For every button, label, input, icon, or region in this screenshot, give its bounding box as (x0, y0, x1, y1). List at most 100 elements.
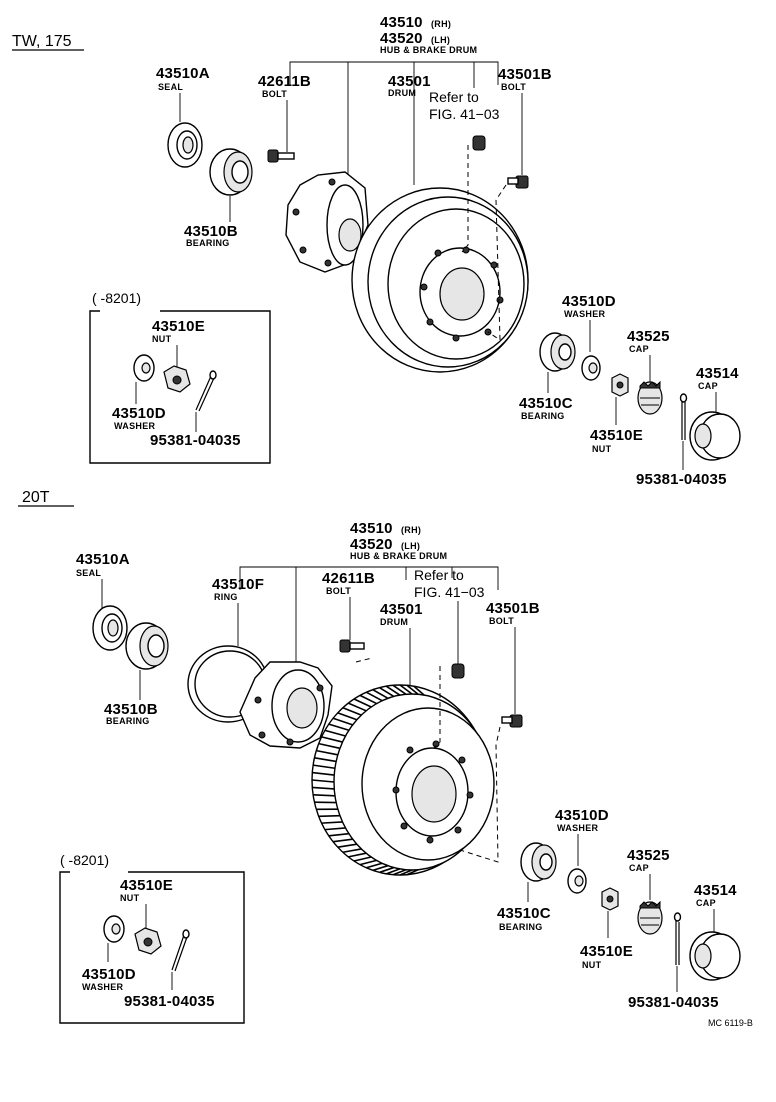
top-washer-name: WASHER (564, 309, 606, 319)
bottom-ring-name: RING (214, 592, 238, 602)
drum-fin (321, 736, 343, 743)
drum-fin (311, 779, 335, 783)
drum-fin (313, 794, 335, 797)
drum-fin (385, 685, 401, 696)
bottom-inset-pin-number: 95381-04035 (124, 993, 215, 1010)
top-inset-nut-part (163, 365, 191, 393)
top-bearing-part (209, 148, 253, 196)
bottom-bolt2-part (501, 714, 523, 728)
top-inset-pin-number: 95381-04035 (150, 432, 241, 449)
bottom-bolt2-name: BOLT (489, 616, 514, 626)
drum-fin (318, 814, 340, 818)
bottom-drum-name: DRUM (380, 617, 408, 627)
bottom-bolt1-number: 42611B (322, 570, 375, 587)
bottom-drum-number: 43501 (380, 601, 423, 618)
top-cap2-part (689, 411, 741, 461)
drum-fin (328, 723, 350, 732)
top-inset-pin-part (195, 370, 217, 412)
bottom-cap1-name: CAP (629, 863, 649, 873)
drum-fin (406, 684, 419, 695)
drum-fin (372, 864, 389, 872)
top-hub-rh-number: 43510 (380, 14, 423, 31)
bottom-hub-lh-number: 43520 (350, 536, 393, 553)
top-inset-washer-part (133, 354, 155, 382)
top-drum-number: 43501 (388, 73, 431, 90)
bottom-inset-washer-part (103, 915, 125, 943)
drum-fin (324, 729, 346, 737)
top-hub-name: HUB & BRAKE DRUM (380, 45, 477, 55)
bottom-washer-part (567, 868, 587, 894)
bottom-cap2-name: CAP (696, 898, 716, 908)
bottom-cap1-part (637, 900, 663, 935)
drum-fin (392, 684, 407, 695)
bottom-bolt1-name: BOLT (326, 586, 351, 596)
top-bolt2-name: BOLT (501, 82, 526, 92)
top-bolt2-part (507, 175, 529, 189)
drum-fin (314, 757, 337, 763)
drum-fin (337, 843, 357, 848)
bottom-seal-number: 43510A (76, 551, 130, 568)
top-hub-lh-suffix: (LH) (431, 35, 450, 45)
drum-fin (413, 685, 425, 696)
top-seal-part (167, 122, 203, 168)
bottom-refer-text: Refer to (414, 567, 464, 583)
drum-fin (328, 832, 349, 837)
top-inset-washer-number: 43510D (112, 405, 166, 422)
top-seal-number: 43510A (156, 65, 210, 82)
top-bearing2-part (539, 332, 576, 372)
top-cap2-name: CAP (698, 381, 718, 391)
top-nut-number: 43510E (590, 427, 643, 444)
bottom-pin-number: 95381-04035 (628, 994, 719, 1011)
top-drum-name: DRUM (388, 88, 416, 98)
bottom-nut-name: NUT (582, 960, 602, 970)
drum-fin (332, 717, 353, 726)
top-bolt1-name: BOLT (262, 89, 287, 99)
drum-fin (372, 688, 389, 700)
top-bolt1-part (267, 149, 295, 163)
bottom-bearing2-name: BEARING (499, 922, 543, 932)
bottom-inset-nut-name: NUT (120, 893, 140, 903)
drum-fin (324, 827, 346, 831)
drum-fin (321, 821, 343, 824)
drum-fin (342, 707, 362, 716)
drum-fin (353, 698, 372, 708)
bottom-hub-rh-suffix: (RH) (401, 525, 421, 535)
top-cap2-number: 43514 (696, 365, 739, 382)
bottom-nut-part (601, 887, 619, 911)
bottom-drum-bolt-part (451, 663, 465, 679)
bottom-hub-rh-number: 43510 (350, 520, 393, 537)
top-seal-name: SEAL (158, 82, 183, 92)
top-fig-text: FIG. 41−03 (429, 106, 500, 122)
top-washer-part (581, 355, 601, 381)
section-title-top: TW, 175 (12, 33, 72, 50)
bottom-seal-name: SEAL (76, 568, 101, 578)
drum-fin (332, 838, 353, 843)
bottom-cap2-number: 43514 (694, 882, 737, 899)
top-bearing-name: BEARING (186, 238, 230, 248)
bottom-inset-nut-part (134, 927, 162, 955)
top-inset-nut-name: NUT (152, 334, 172, 344)
bottom-inset-washer-name: WASHER (82, 982, 124, 992)
top-bearing2-name: BEARING (521, 411, 565, 421)
bottom-ring-number: 43510F (212, 576, 264, 593)
drum-fin (318, 742, 341, 750)
bottom-bearing2-number: 43510C (497, 905, 551, 922)
top-inset-range: ( -8201) (92, 290, 141, 306)
drum-fin (337, 712, 358, 721)
drum-fin (312, 771, 335, 776)
drum-fin (312, 764, 336, 770)
drum-fin (392, 868, 407, 876)
top-pin-number: 95381-04035 (636, 471, 727, 488)
top-cap1-number: 43525 (627, 328, 670, 345)
drum-fin (365, 691, 383, 702)
top-inset-washer-name: WASHER (114, 421, 156, 431)
drum-fin (406, 868, 419, 876)
top-bearing-number: 43510B (184, 223, 238, 240)
bottom-fig-text: FIG. 41−03 (414, 584, 485, 600)
top-hub-part (285, 171, 369, 273)
bottom-bearing2-part (520, 842, 557, 882)
bottom-inset-nut-number: 43510E (120, 877, 173, 894)
bottom-seal-part (92, 605, 128, 651)
drum-fin (348, 852, 367, 858)
bottom-inset-range: ( -8201) (60, 852, 109, 868)
